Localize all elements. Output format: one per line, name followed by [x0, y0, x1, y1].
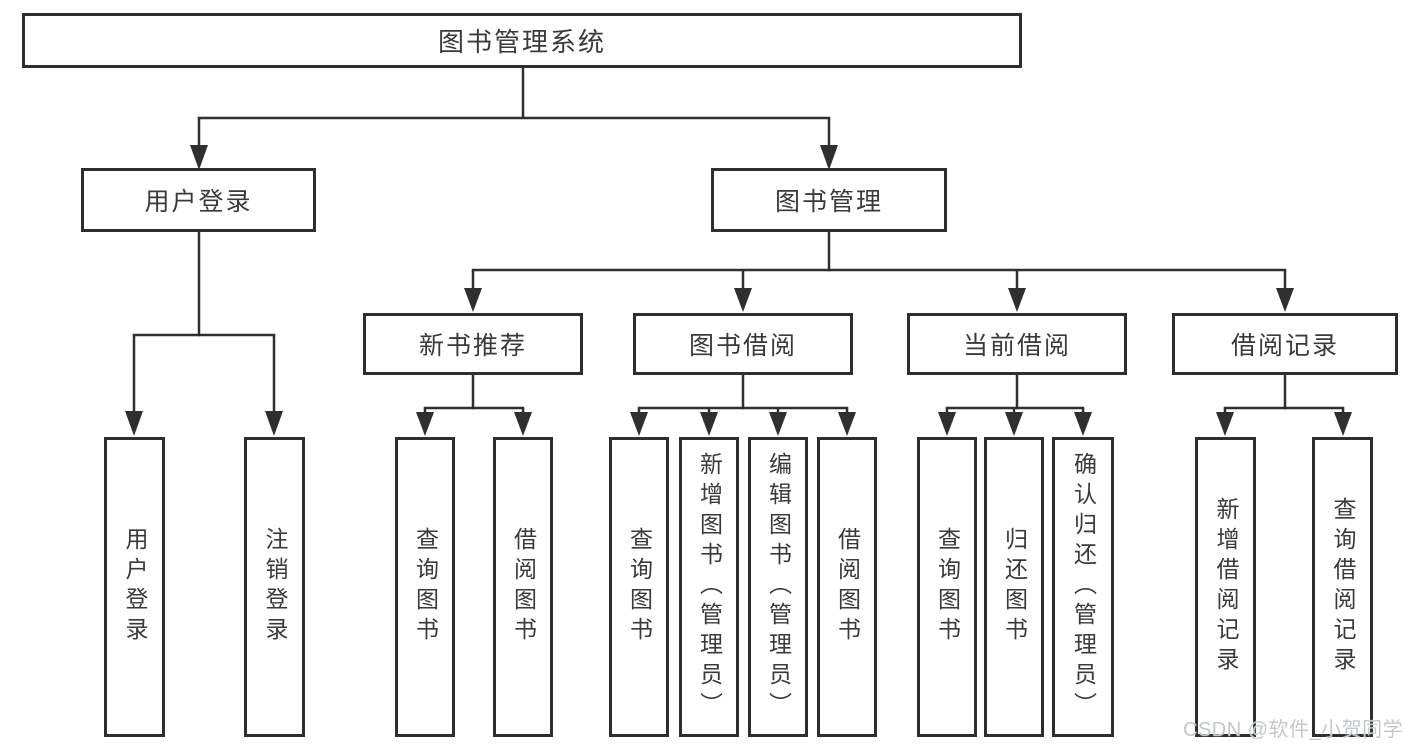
- node-label: 借阅记录: [1230, 332, 1339, 360]
- node-library-management-system: 图书管理系统: [22, 13, 1022, 68]
- leaf-query-books-borrowing: 查询图书: [609, 437, 669, 737]
- leaf-query-books-current: 查询图书: [917, 437, 977, 737]
- node-label: 新增图书（管理员）: [696, 452, 723, 722]
- node-new-book-recommendation: 新书推荐: [363, 313, 583, 375]
- node-label: 图书借阅: [688, 332, 797, 360]
- leaf-return-books: 归还图书: [984, 437, 1044, 737]
- node-user-login: 用户登录: [81, 168, 316, 232]
- leaf-borrow-books-borrowing: 借阅图书: [817, 437, 877, 737]
- leaf-logout: 注销登录: [244, 437, 305, 737]
- node-label: 编辑图书（管理员）: [765, 452, 792, 722]
- node-label: 查询图书: [626, 527, 653, 647]
- node-label: 借阅图书: [510, 527, 537, 647]
- node-borrowing-records: 借阅记录: [1172, 313, 1398, 375]
- node-label: 借阅图书: [834, 527, 861, 647]
- leaf-add-books-admin: 新增图书（管理员）: [679, 437, 739, 737]
- node-label: 当前借阅: [962, 332, 1071, 360]
- leaf-edit-books-admin: 编辑图书（管理员）: [748, 437, 808, 737]
- node-label: 查询借阅记录: [1330, 497, 1356, 677]
- leaf-query-borrow-record: 查询借阅记录: [1312, 437, 1373, 737]
- node-label: 用户登录: [122, 527, 148, 647]
- leaf-confirm-return-admin: 确认归还（管理员）: [1052, 437, 1114, 737]
- node-book-borrowing: 图书借阅: [633, 313, 853, 375]
- node-book-management: 图书管理: [711, 168, 947, 232]
- node-label: 查询图书: [412, 527, 439, 647]
- node-label: 新书推荐: [418, 332, 527, 360]
- node-label: 图书管理: [774, 188, 883, 216]
- node-label: 图书管理系统: [437, 27, 606, 57]
- leaf-add-borrow-record: 新增借阅记录: [1195, 437, 1256, 737]
- leaf-user-login: 用户登录: [104, 437, 165, 737]
- node-label: 用户登录: [144, 188, 253, 216]
- node-label: 确认归还（管理员）: [1070, 452, 1097, 722]
- leaf-query-books-recommend: 查询图书: [395, 437, 455, 737]
- node-current-borrowing: 当前借阅: [907, 313, 1127, 375]
- arrowheads: [125, 145, 1352, 436]
- node-label: 查询图书: [934, 527, 961, 647]
- node-label: 新增借阅记录: [1213, 497, 1239, 677]
- node-label: 注销登录: [262, 527, 288, 647]
- leaf-borrow-books-recommend: 借阅图书: [493, 437, 553, 737]
- csdn-watermark: CSDN @软件_小贺同学: [1183, 719, 1404, 741]
- node-label: 归还图书: [1001, 527, 1028, 647]
